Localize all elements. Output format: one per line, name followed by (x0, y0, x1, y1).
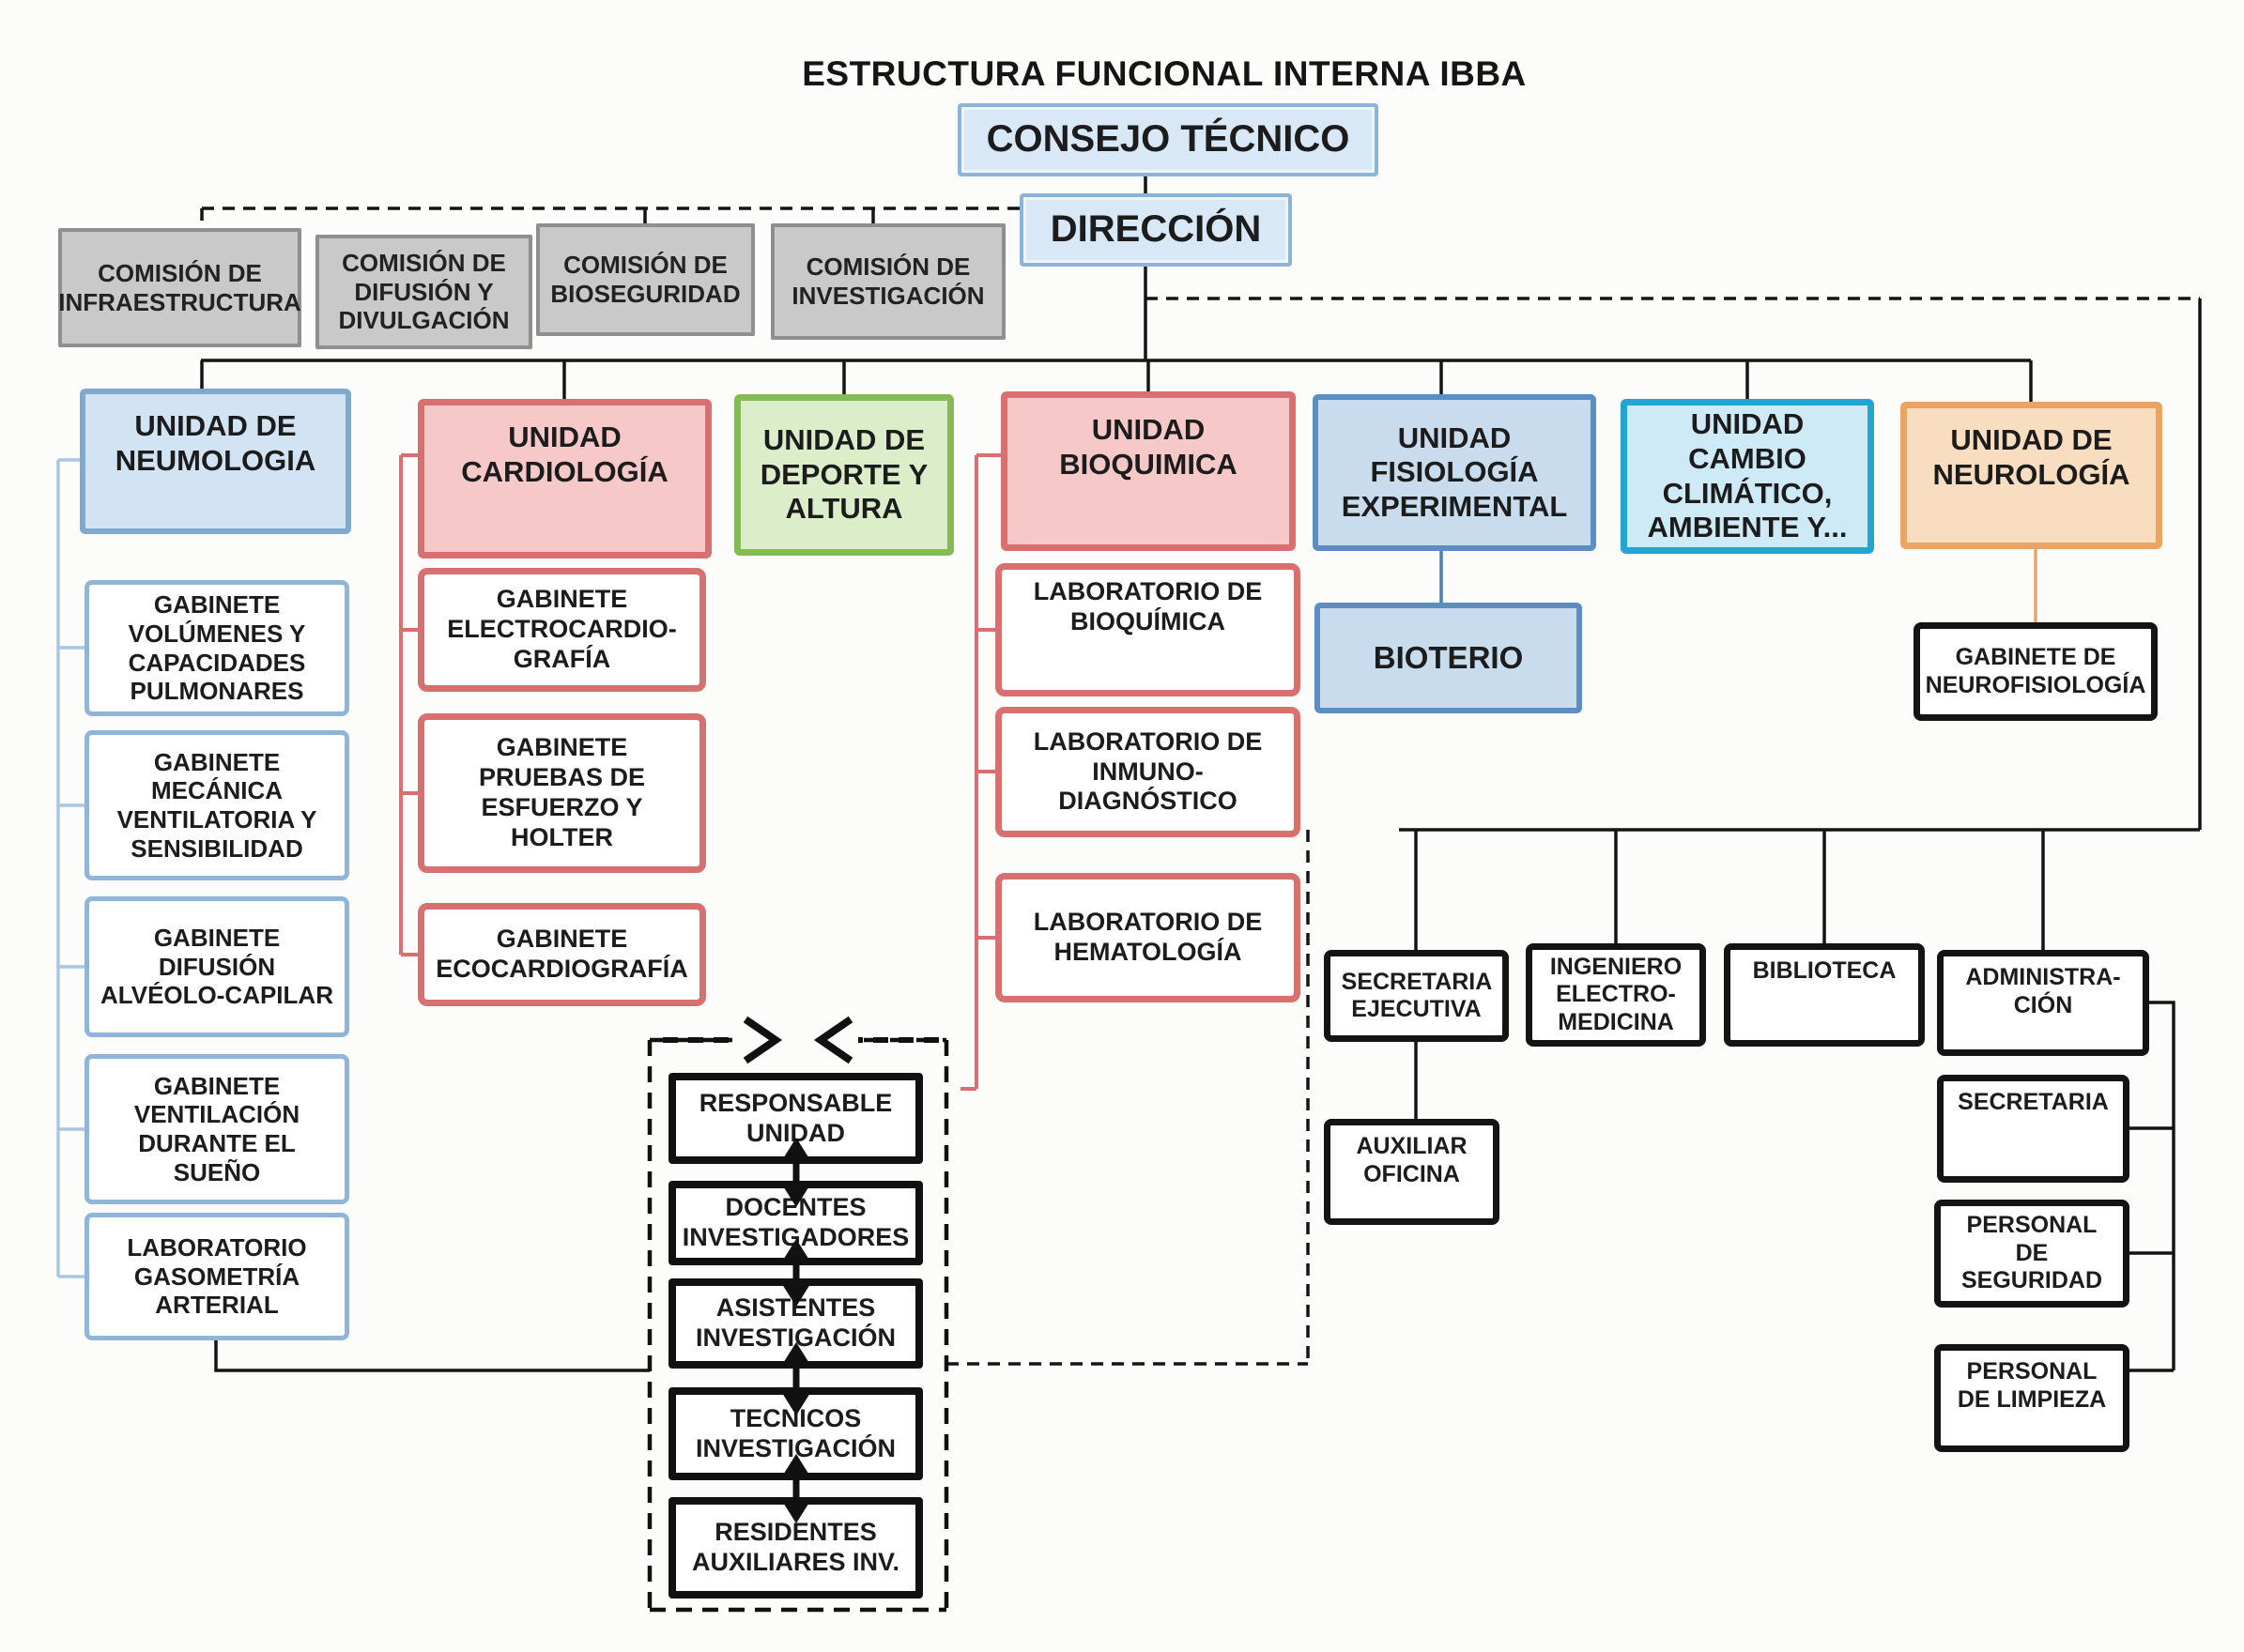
node-comision-infraestructura: COMISIÓN DE INFRAESTRUCTURA (58, 228, 301, 347)
neumologia-bracket (56, 458, 85, 1278)
node-secretaria-ejecutiva: SECRETARIA EJECUTIVA (1324, 950, 1509, 1042)
node-laboratorio-gasometria: LABORATORIO GASOMETRÍA ARTERIAL (85, 1213, 349, 1340)
node-gabinete-electrocardiografia: GABINETE ELECTROCARDIO-GRAFÍA (418, 568, 706, 692)
cardiologia-bracket (399, 453, 418, 956)
node-comision-bioseguridad: COMISIÓN DE BIOSEGURIDAD (536, 223, 755, 336)
node-gabinete-pruebas-esfuerzo: GABINETE PRUEBAS DE ESFUERZO Y HOLTER (418, 713, 706, 873)
node-laboratorio-bioquimica: LABORATORIO DE BIOQUÍMICA (995, 563, 1300, 696)
node-personal-seguridad: PERSONAL DE SEGURIDAD (1934, 1200, 2129, 1308)
node-gabinete-volumenes: GABINETE VOLÚMENES Y CAPACIDADES PULMONA… (85, 580, 349, 716)
node-bioterio: BIOTERIO (1314, 603, 1582, 713)
node-gabinete-difusion: GABINETE DIFUSIÓN ALVÉOLO-CAPILAR (85, 896, 349, 1037)
node-laboratorio-hematologia: LABORATORIO DE HEMATOLOGÍA (995, 873, 1300, 1002)
node-unidad-cambio-climatico: UNIDAD CAMBIO CLIMÁTICO, AMBIENTE Y... (1621, 399, 1874, 554)
node-comision-investigacion: COMISIÓN DE INVESTIGACIÓN (771, 223, 1006, 340)
node-docentes-investigadores: DOCENTES INVESTIGADORES (669, 1181, 923, 1265)
node-unidad-neumologia: UNIDAD DE NEUMOLOGIA (80, 389, 351, 534)
node-gabinete-neurofisiologia: GABINETE DE NEUROFISIOLOGÍA (1914, 622, 2158, 721)
node-biblioteca: BIBLIOTECA (1724, 943, 1925, 1047)
node-laboratorio-inmunodiagnostico: LABORATORIO DE INMUNO-DIAGNÓSTICO (995, 707, 1300, 837)
node-direccion: DIRECCIÓN (1020, 193, 1292, 267)
node-gabinete-mecanica: GABINETE MECÁNICA VENTILATORIA Y SENSIBI… (85, 730, 349, 880)
node-ingeniero-electromedicina: INGENIERO ELECTRO-MEDICINA (1526, 943, 1706, 1047)
node-responsable-unidad: RESPONSABLE UNIDAD (669, 1073, 923, 1164)
node-residentes-auxiliares: RESIDENTES AUXILIARES INV. (669, 1497, 923, 1598)
node-asistentes-investigacion: ASISTENTES INVESTIGACIÓN (669, 1278, 923, 1369)
equipo-inward-arrows (663, 1016, 939, 1064)
node-auxiliar-oficina: AUXILIAR OFICINA (1324, 1119, 1499, 1225)
node-secretaria: SECRETARIA (1937, 1075, 2129, 1183)
node-gabinete-ecocardiografia: GABINETE ECOCARDIOGRAFÍA (418, 903, 706, 1006)
node-comision-difusion: COMISIÓN DE DIFUSIÓN Y DIVULGACIÓN (315, 235, 532, 349)
node-unidad-bioquimica: UNIDAD BIOQUIMICA (1001, 391, 1296, 551)
node-unidad-neurologia: UNIDAD DE NEUROLOGÍA (1900, 402, 2162, 549)
node-consejo-tecnico: CONSEJO TÉCNICO (958, 103, 1378, 176)
node-gabinete-ventilacion-sueno: GABINETE VENTILACIÓN DURANTE EL SUEÑO (85, 1054, 349, 1204)
node-personal-limpieza: PERSONAL DE LIMPIEZA (1934, 1344, 2129, 1452)
node-unidad-deporte-altura: UNIDAD DE DEPORTE Y ALTURA (734, 394, 954, 556)
node-tecnicos-investigacion: TECNICOS INVESTIGACIÓN (669, 1387, 923, 1480)
page-title: ESTRUCTURA FUNCIONAL INTERNA IBBA (802, 54, 1527, 93)
node-unidad-fisiologia-experimental: UNIDAD FISIOLOGÍA EXPERIMENTAL (1313, 394, 1596, 551)
node-unidad-cardiologia: UNIDAD CARDIOLOGÍA (418, 399, 712, 558)
node-administracion: ADMINISTRA-CIÓN (1937, 950, 2149, 1056)
